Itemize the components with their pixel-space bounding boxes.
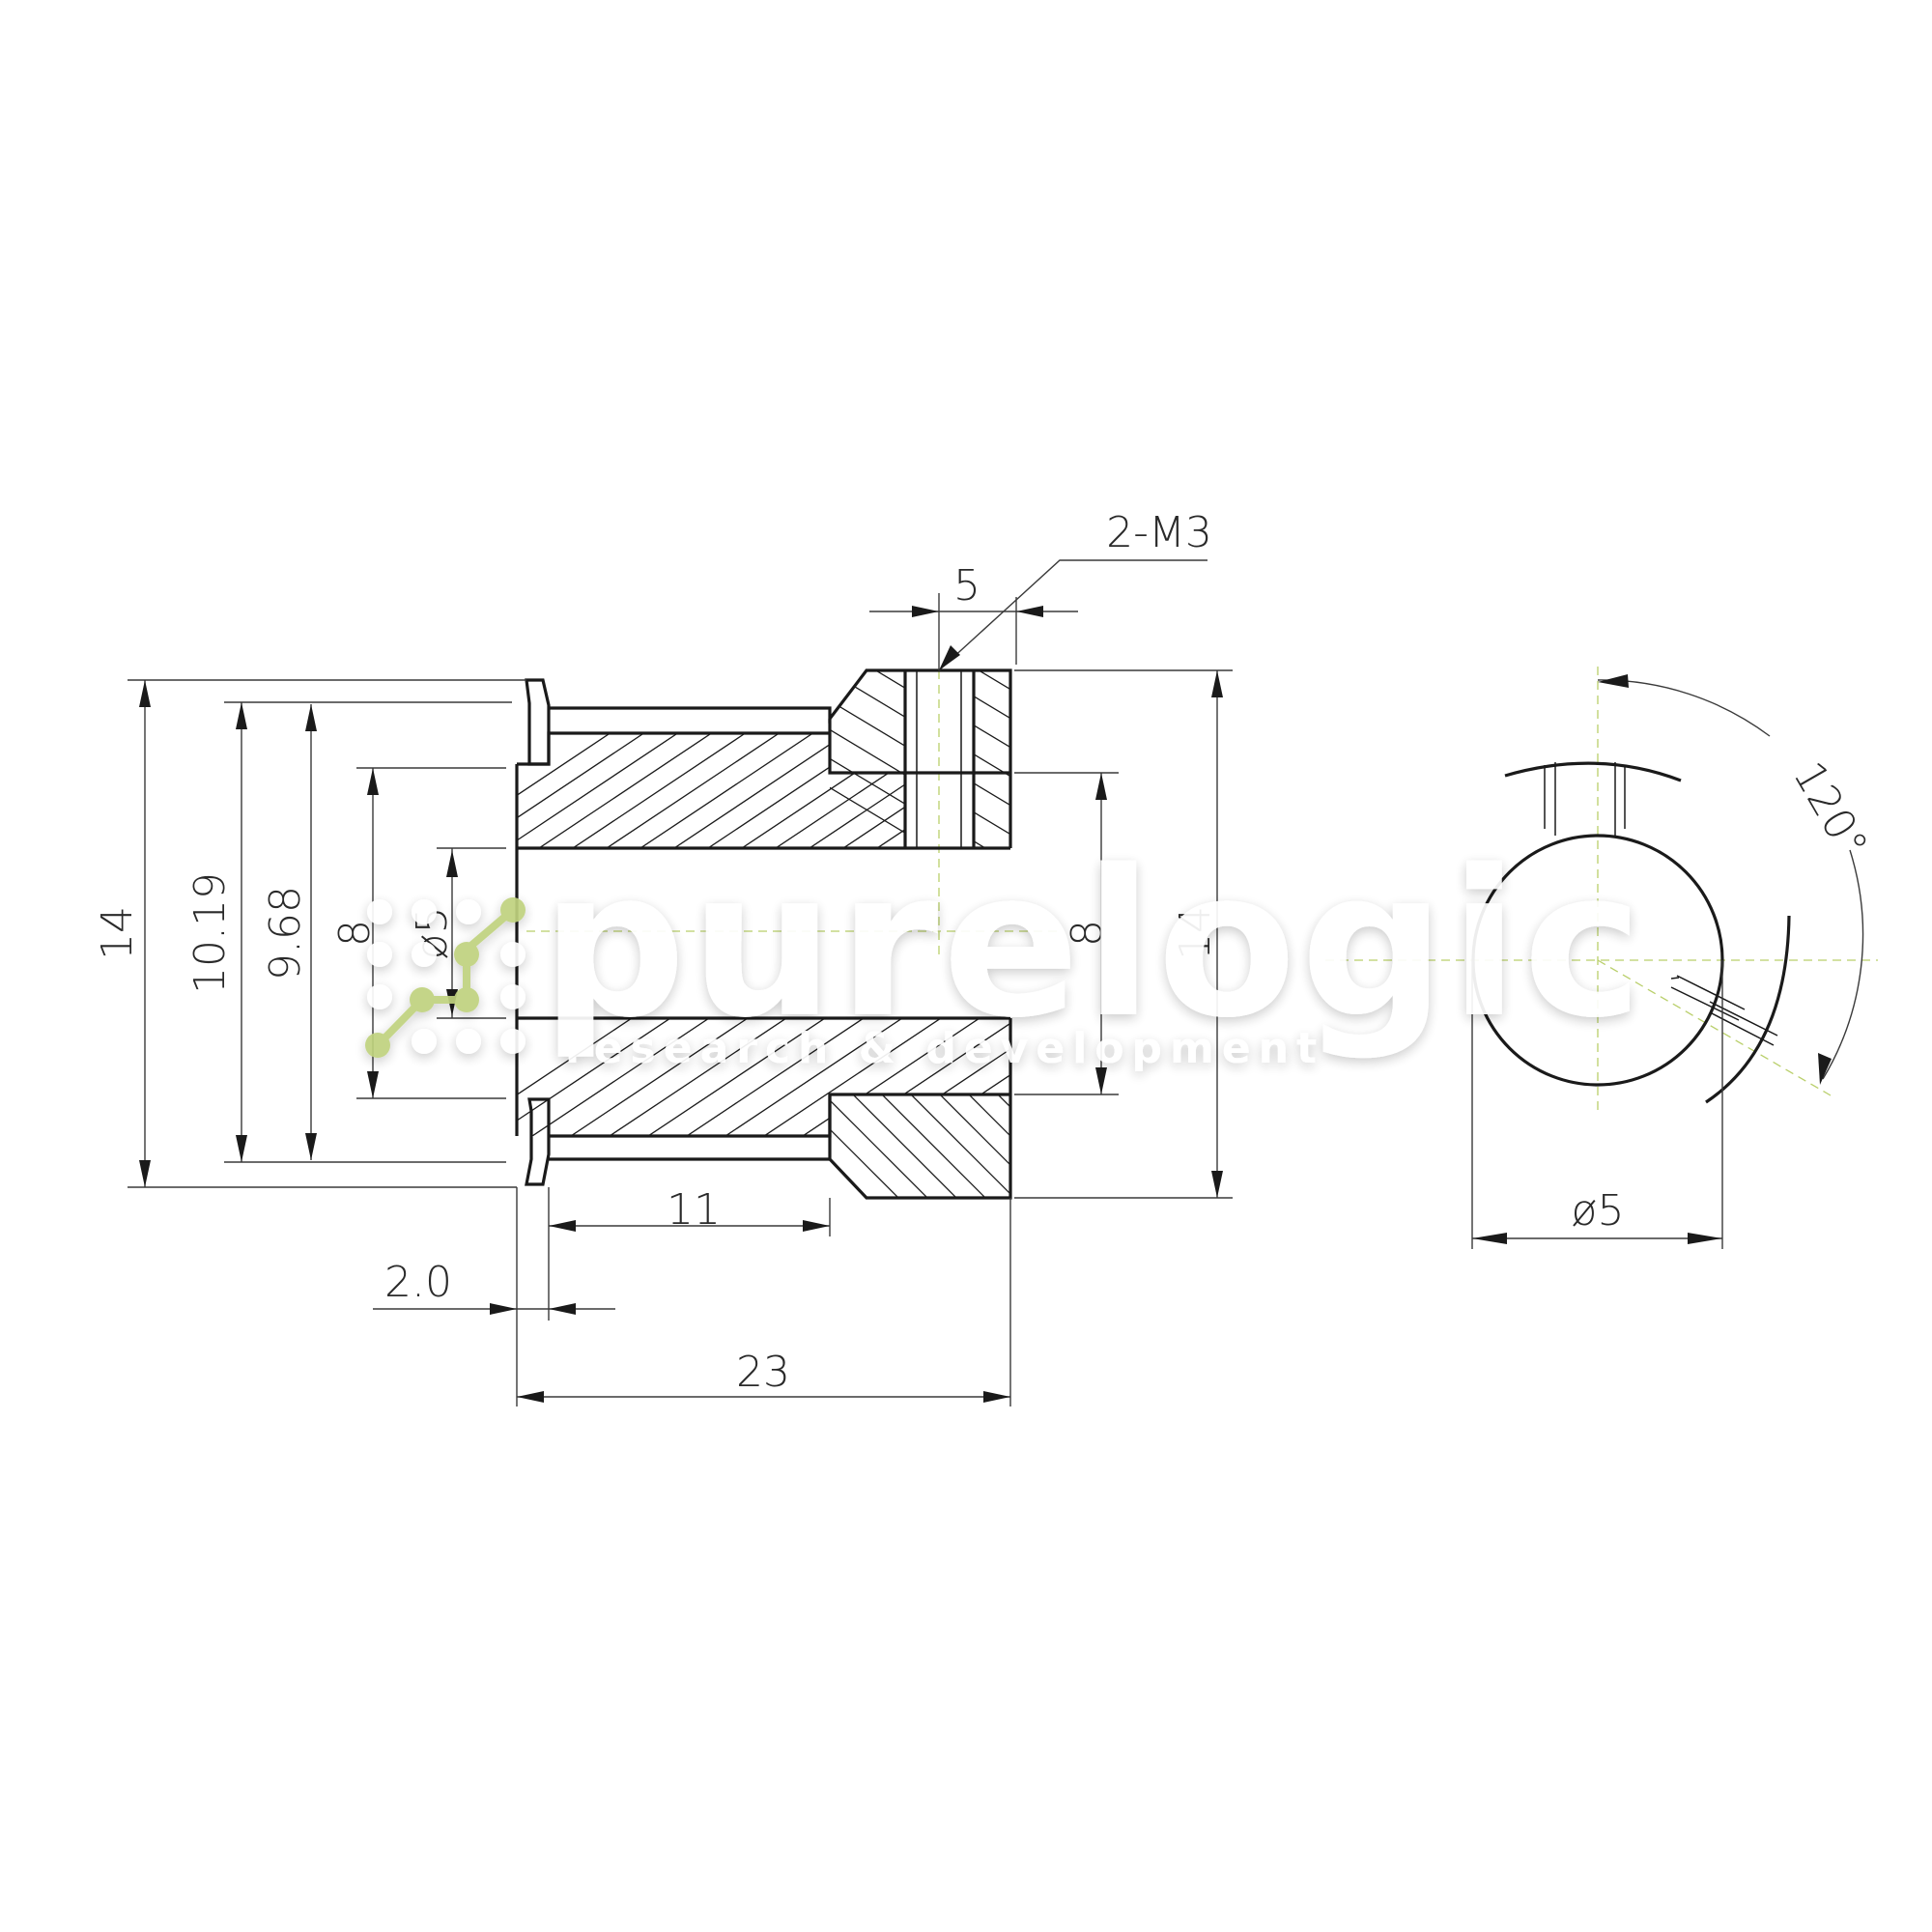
right-dimensions: 8 14 (1014, 669, 1233, 1199)
callout-set-screws: 2-M3 (1106, 508, 1212, 557)
top-dimensions: 5 2-M3 (869, 508, 1212, 671)
bottom-dimensions: 11 2.0 23 (373, 1185, 1011, 1406)
dim-hub-start: 11 (667, 1185, 721, 1235)
watermark-brand: purelogic (541, 826, 1647, 1063)
watermark: purelogic research & development (365, 826, 1647, 1073)
dim-flange-diameter: 10.19 (185, 872, 235, 994)
dim-angle: 120° (1783, 753, 1877, 867)
left-dimensions: 14 10.19 9.68 8 ø5 (93, 679, 526, 1188)
dim-screw-offset: 5 (953, 561, 980, 611)
dim-body-diameter: 8 (330, 920, 380, 947)
dim-total-length: 23 (736, 1348, 790, 1397)
logo-icon (365, 897, 526, 1058)
dim-pitch-diameter: 9.68 (261, 886, 310, 980)
dim-hub-overall: 14 (1171, 906, 1220, 960)
watermark-tagline: research & development (565, 1024, 1324, 1073)
centerlines (526, 667, 1878, 1111)
dim-overall-height: 14 (93, 906, 142, 960)
section-view (515, 668, 1012, 1200)
dim-end-bore: ø5 (1572, 1186, 1625, 1236)
dim-hub-diameter: 8 (1063, 920, 1112, 947)
dim-flange-width: 2.0 (384, 1258, 452, 1307)
